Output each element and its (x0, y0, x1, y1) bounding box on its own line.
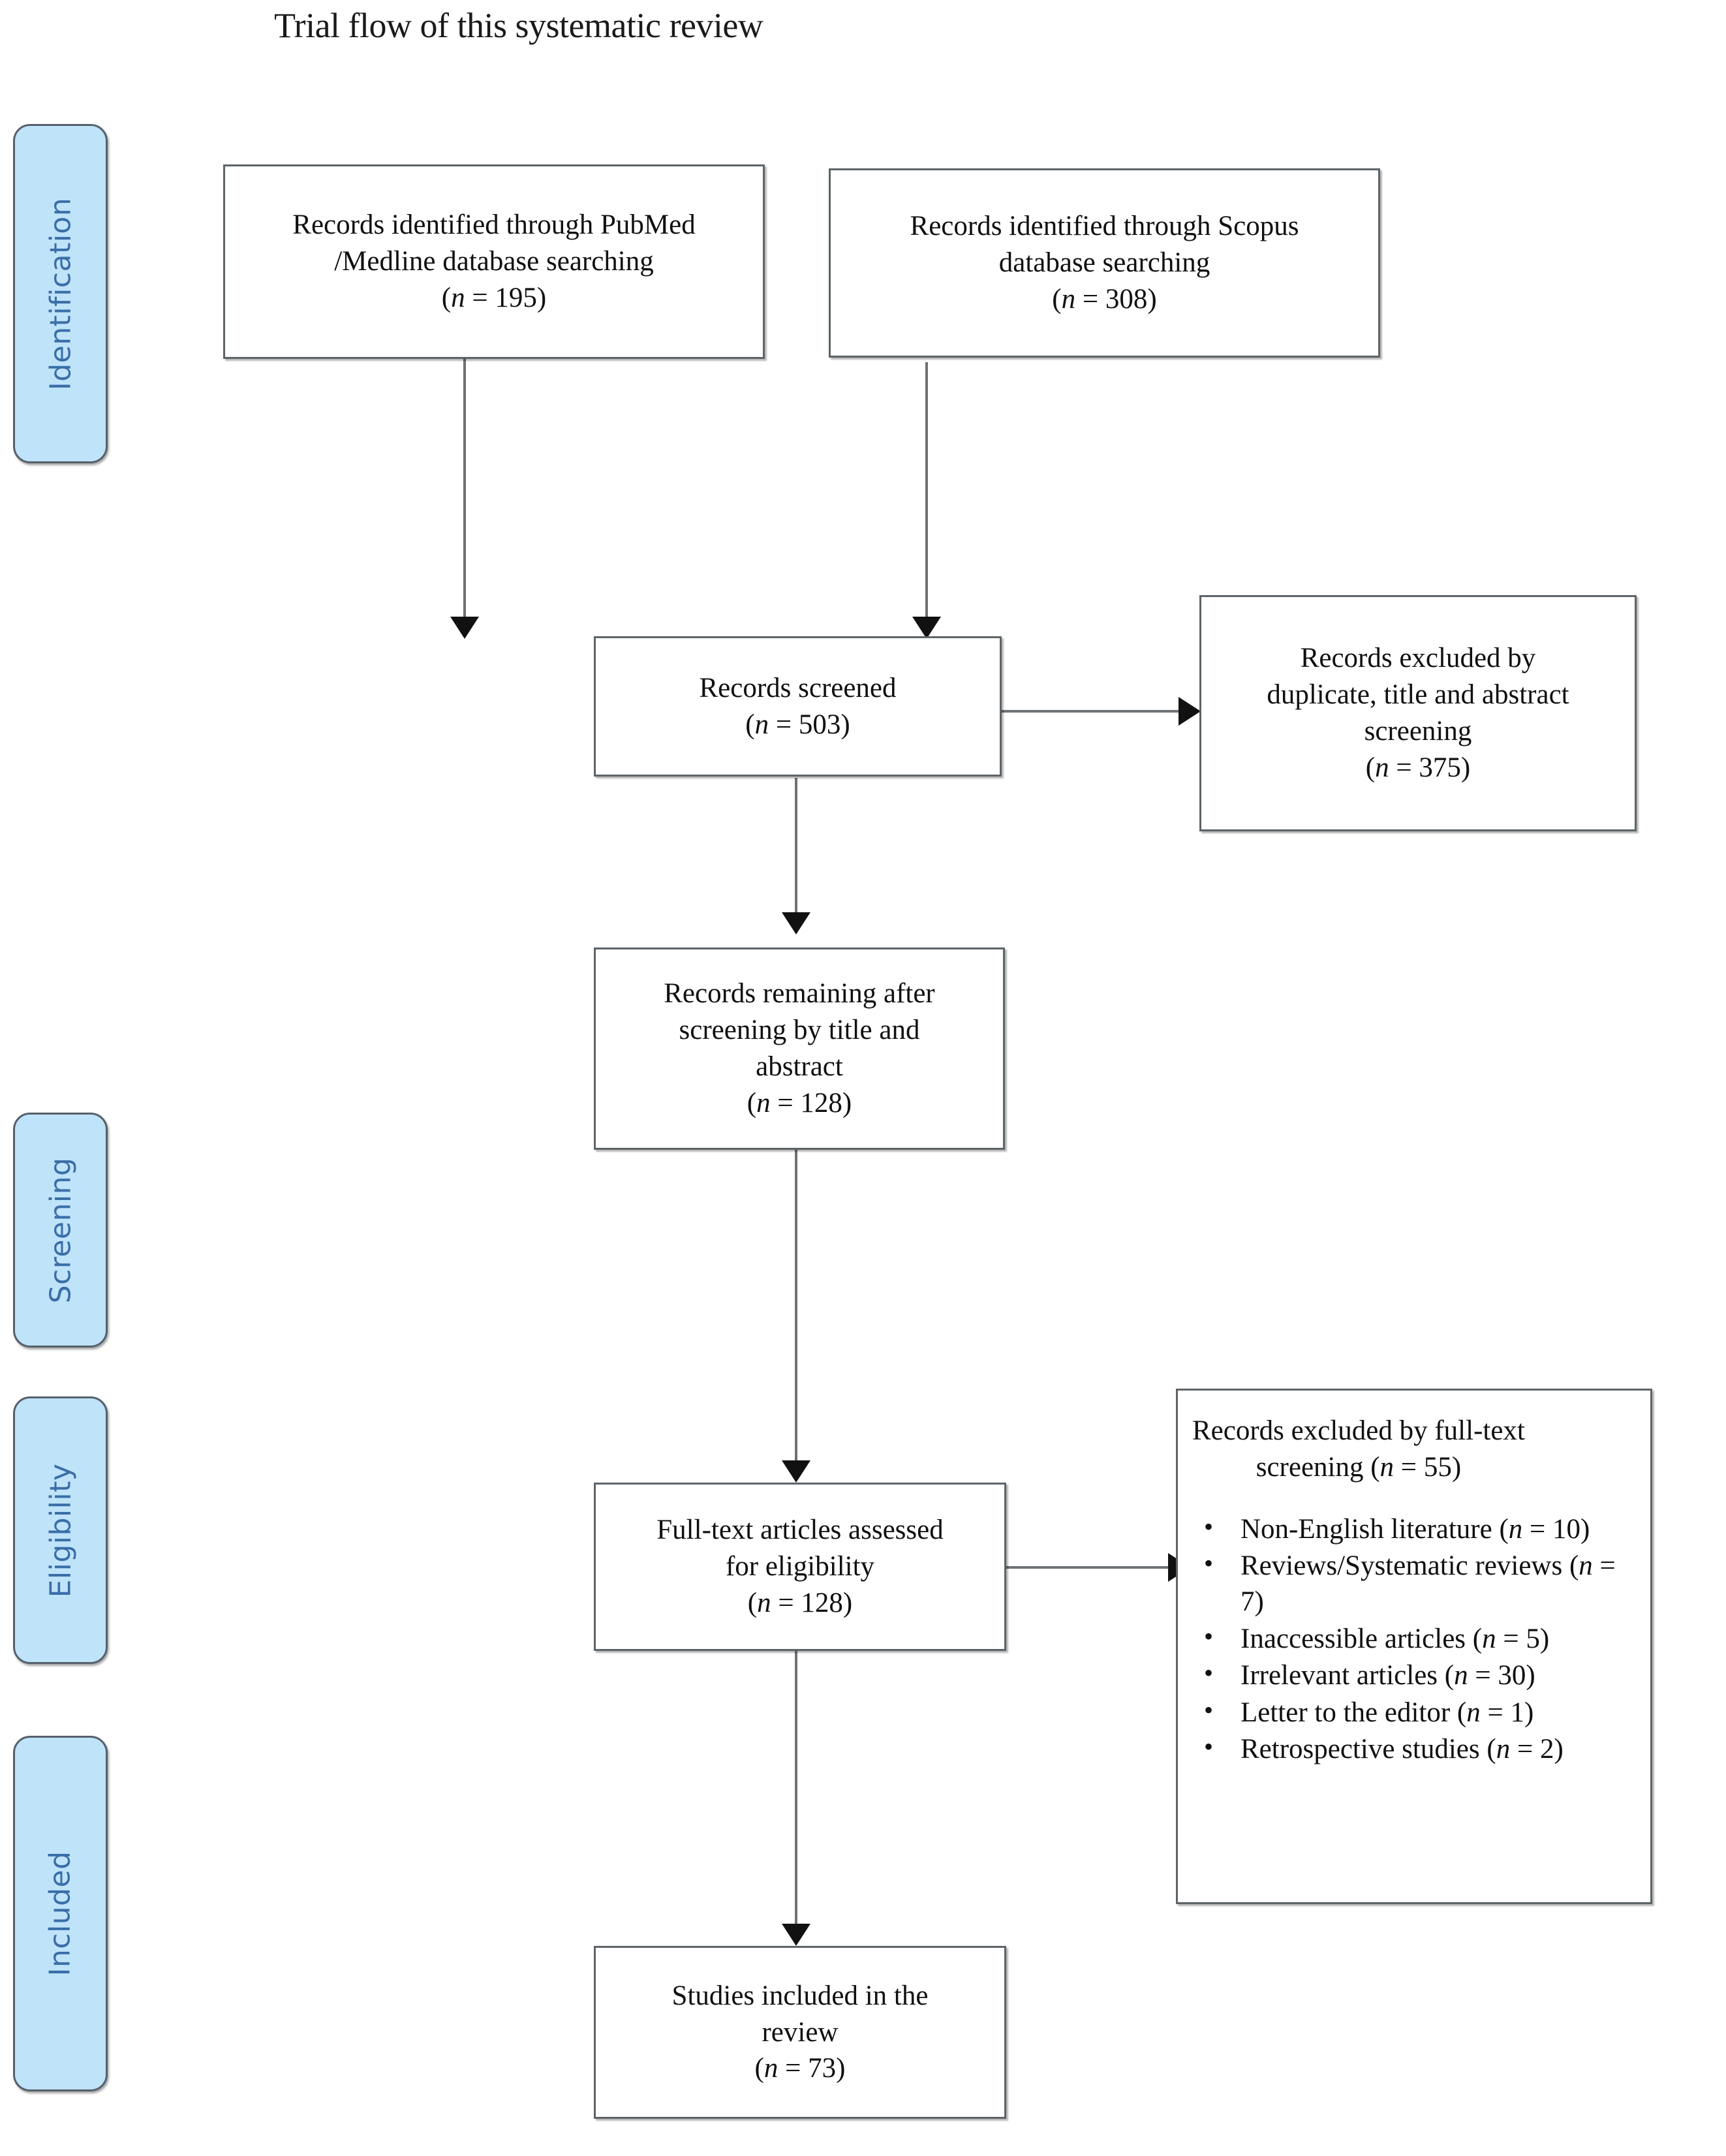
arrowhead-screened-to-excluded (1179, 697, 1201, 726)
connector-remaining-to-fulltext (795, 1150, 797, 1479)
box-records-screened-count: (n = 503) (745, 709, 850, 740)
box-included-line2: review (762, 2016, 839, 2048)
connector-fulltext-to-excluded (1005, 1566, 1178, 1569)
box-remaining-count: (n = 128) (747, 1087, 852, 1118)
stage-tab-screening: Screening (13, 1113, 108, 1348)
connector-screened-to-remaining (795, 778, 797, 928)
box-fulltext-assessed-text: Full-text articles assessed for eligibil… (656, 1512, 943, 1622)
arrowhead-fulltext-to-included (782, 1924, 810, 1946)
box-records-screened-text: Records screened (n = 503) (699, 670, 896, 743)
box-excluded-fulltext-heading: Records excluded by full-text screening … (1192, 1413, 1525, 1486)
box-fulltext-count: (n = 128) (747, 1587, 853, 1618)
box-included-count: (n = 73) (754, 2053, 846, 2084)
box-excluded-title-abstract-text: Records excluded by duplicate, title and… (1267, 640, 1569, 786)
stage-tab-eligibility: Eligibility (13, 1396, 108, 1664)
box-records-screened: Records screened (n = 503) (594, 636, 1002, 777)
list-item: Letter to the editor (n = 1) (1204, 1694, 1636, 1731)
box-studies-included: Studies included in the review (n = 73) (594, 1946, 1006, 2119)
connector-fulltext-to-included (795, 1644, 797, 1938)
excluded-fulltext-reason-list: Non-English literature (n = 10) Reviews/… (1192, 1511, 1636, 1769)
stage-tab-identification: Identification (13, 124, 108, 463)
page-title: Trial flow of this systematic review (274, 6, 763, 45)
list-item: Reviews/Systematic reviews (n = 7) (1204, 1547, 1636, 1620)
list-item: Inaccessible articles (n = 5) (1204, 1620, 1636, 1657)
box-fulltext-line1: Full-text articles assessed (656, 1515, 944, 1546)
stage-label-identification: Identification (44, 197, 77, 390)
box-records-remaining-text: Records remaining after screening by tit… (664, 976, 935, 1122)
box-excluded-title-abstract: Records excluded by duplicate, title and… (1199, 595, 1637, 831)
stage-tab-included: Included (13, 1736, 108, 2091)
box-fulltext-line2: for eligibility (725, 1551, 875, 1582)
box-excluded-fulltext: Records excluded by full-text screening … (1176, 1389, 1652, 1904)
box-scopus-count: (n = 308) (1052, 283, 1157, 315)
box-remaining-line1: Records remaining after (664, 978, 935, 1009)
excl-heading-line2: screening (n = 55) (1256, 1451, 1462, 1483)
box-pubmed-line1: Records identified through PubMed (292, 209, 696, 241)
box-records-remaining: Records remaining after screening by tit… (594, 947, 1005, 1150)
box-studies-included-text: Studies included in the review (n = 73) (672, 1978, 929, 2087)
stage-label-eligibility: Eligibility (44, 1463, 77, 1597)
excl-heading-line1: Records excluded by full-text (1192, 1415, 1525, 1446)
box-remaining-line2: screening by title and (679, 1015, 920, 1046)
box-fulltext-assessed: Full-text articles assessed for eligibil… (594, 1483, 1006, 1651)
box-included-line1: Studies included in the (671, 1980, 929, 2011)
box-records-screened-line1: Records screened (699, 672, 897, 703)
list-item: Non-English literature (n = 10) (1204, 1511, 1636, 1548)
list-item: Irrelevant articles (n = 30) (1204, 1657, 1636, 1694)
box-pubmed-line2: /Medline database searching (334, 246, 654, 277)
box-excluded-ta-line1: Records excluded by (1300, 643, 1536, 674)
box-pubmed-text: Records identified through PubMed /Medli… (292, 207, 695, 316)
box-excluded-ta-count: (n = 375) (1365, 752, 1471, 783)
box-scopus-line2: database searching (998, 247, 1210, 279)
box-excluded-ta-line2: duplicate, title and abstract (1267, 679, 1569, 711)
list-item: Retrospective studies (n = 2) (1204, 1731, 1636, 1768)
box-scopus-text: Records identified through Scopus databa… (910, 208, 1299, 318)
stage-label-screening: Screening (44, 1157, 77, 1303)
arrowhead-screened-to-remaining (782, 912, 810, 934)
connector-scopus-to-screened (925, 362, 928, 636)
box-scopus-records: Records identified through Scopus databa… (829, 168, 1380, 358)
box-excluded-ta-line3: screening (1364, 716, 1472, 747)
box-pubmed-records: Records identified through PubMed /Medli… (223, 164, 765, 359)
arrowhead-pubmed-to-screened (450, 617, 479, 639)
box-scopus-line1: Records identified through Scopus (910, 211, 1299, 242)
arrowhead-remaining-to-fulltext (782, 1460, 810, 1483)
stage-label-included: Included (44, 1851, 78, 1977)
box-pubmed-count: (n = 195) (441, 282, 547, 313)
connector-screened-to-excluded (998, 710, 1188, 713)
connector-pubmed-to-screened (463, 359, 466, 636)
box-remaining-line3: abstract (756, 1051, 843, 1082)
arrowhead-scopus-to-screened (912, 617, 941, 639)
